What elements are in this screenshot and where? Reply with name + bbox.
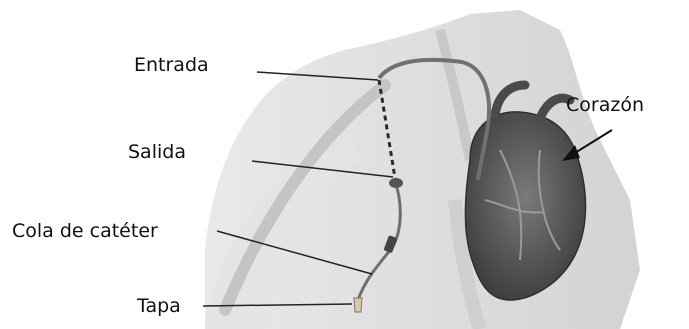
label-salida: Salida: [128, 143, 186, 162]
exit-site-cuff: [389, 178, 403, 188]
catheter-cap: [354, 298, 362, 312]
label-entrada: Entrada: [134, 56, 209, 75]
label-cola-cateter: Cola de catéter: [12, 222, 158, 241]
label-corazon: Corazón: [566, 96, 644, 115]
label-tapa: Tapa: [137, 297, 181, 316]
